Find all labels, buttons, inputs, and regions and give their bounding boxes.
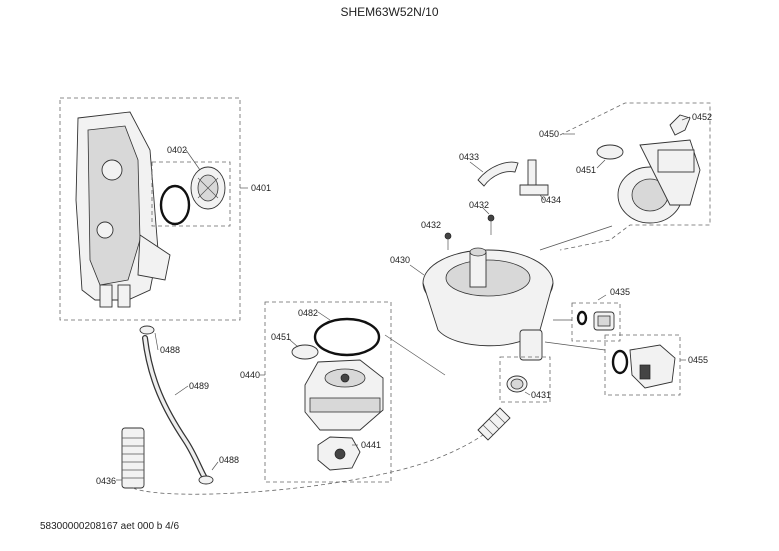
group-0450-frame [559,102,711,251]
label-0435: 0435 [610,287,630,297]
group-0440-frame [264,301,392,483]
part-drain-connector[interactable] [477,407,511,441]
part-clamp-0451-left[interactable] [291,344,319,360]
part-softener-housing[interactable] [75,111,171,308]
link-line-0450 [539,225,613,251]
leader-0402 [185,149,201,171]
label-0430: 0430 [390,255,410,265]
label-0432-lower: 0432 [421,220,441,230]
part-circulation-pump[interactable] [617,139,701,224]
label-0436: 0436 [96,476,116,486]
label-0440: 0440 [240,370,260,380]
group-0401-frame [59,97,241,321]
label-0451-left: 0451 [271,332,291,342]
part-seal-ring[interactable] [159,184,191,226]
leader-0433 [469,161,484,173]
part-clip-0433[interactable] [477,161,519,187]
leader-0434 [539,194,545,201]
part-check-valve-0431[interactable] [506,375,528,393]
part-drain-pump[interactable] [629,344,676,389]
label-0452: 0452 [692,112,712,122]
label-0434: 0434 [541,195,561,205]
part-gasket-0482[interactable] [313,317,381,357]
label-0431: 0431 [531,390,551,400]
group-0431-frame [499,356,551,403]
part-ring-0455[interactable] [611,349,629,375]
part-screw-0432-upper[interactable] [487,214,495,235]
part-pump-housing[interactable] [304,359,384,431]
leader-0451-left [289,339,299,348]
part-clamp-0451-right[interactable] [596,144,624,160]
group-0402-frame [151,161,231,227]
leader-0430 [409,264,425,276]
leader-0451-right [596,159,606,169]
leader-0488-bottom [211,461,219,471]
label-0433: 0433 [459,152,479,162]
group-0455-frame [604,334,681,396]
label-0441: 0441 [361,440,381,450]
part-clip-0452[interactable] [669,114,691,136]
part-hose-clamp-lower[interactable] [198,475,214,485]
part-hose-clamp-upper[interactable] [139,325,155,335]
leader-0452 [681,116,691,121]
leader-0482 [317,311,331,321]
label-0450: 0450 [539,129,559,139]
link-line-0455 [544,341,606,351]
part-screw-0432-lower[interactable] [444,232,452,250]
part-bracket-0434[interactable] [519,159,549,196]
label-0432-upper: 0432 [469,200,489,210]
part-sump[interactable] [422,247,554,361]
footer-code: 58300000208167 aet 000 b 4/6 [40,521,180,532]
diagram-title: SHEM63W52N/10 [340,5,439,19]
label-0451-right: 0451 [576,165,596,175]
link-line-0440 [384,334,446,376]
label-0488-bottom: 0488 [219,455,239,465]
part-softener-cap[interactable] [190,166,226,210]
leader-0488-top [154,332,159,351]
label-0489: 0489 [189,381,209,391]
label-0488-top: 0488 [160,345,180,355]
leader-0432-upper [482,207,490,215]
part-ring-0435[interactable] [576,310,588,326]
label-0401: 0401 [251,183,271,193]
group-0435-frame [571,302,621,342]
label-0402: 0402 [167,145,187,155]
leader-0435 [597,294,607,301]
part-corrugated-hose[interactable] [121,427,145,489]
flow-line [132,429,491,495]
label-0455: 0455 [688,355,708,365]
part-heater-element[interactable] [317,436,361,471]
part-sensor-0435[interactable] [593,311,615,331]
leader-0489 [174,385,189,396]
label-0482: 0482 [298,308,318,318]
leader-0431 [524,391,531,396]
